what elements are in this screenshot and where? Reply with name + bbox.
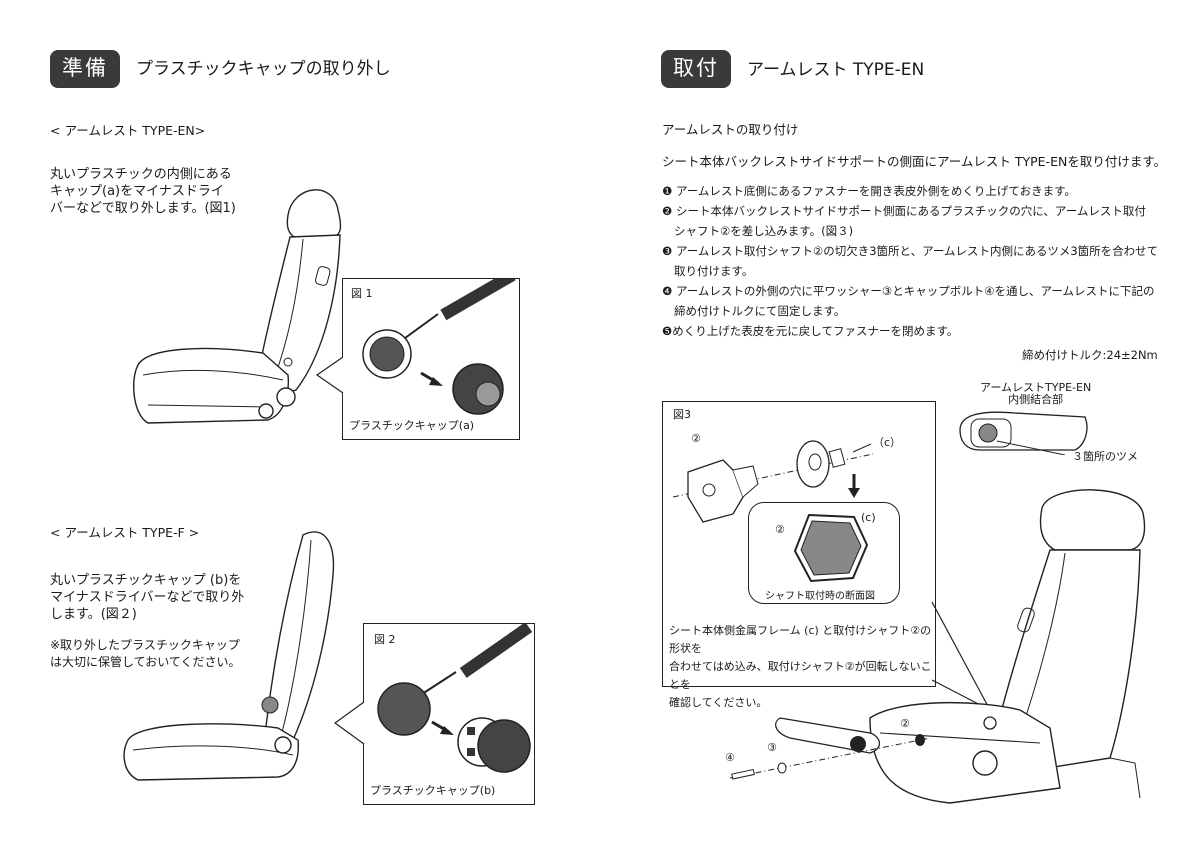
seat-armrest-assembly-drawing bbox=[729, 489, 1146, 804]
figure-2-label: 図 2 bbox=[374, 633, 396, 646]
figure-1-label: 図 1 bbox=[351, 287, 373, 300]
install-intro: シート本体バックレストサイドサポートの側面にアームレスト TYPE-ENを取り付… bbox=[662, 154, 1167, 169]
seat-illustration-type-en bbox=[133, 189, 342, 424]
instruction-text-type-f: 丸いプラスチックキャップ (b)を マイナスドライバーなどで取り外 します。(図… bbox=[50, 573, 245, 622]
step-5: ❺めくり上げた表皮を元に戻してファスナーを閉めます。 bbox=[662, 324, 959, 338]
storage-note: ※取り外したプラスチックキャップ は大切に保管しておいてください。 bbox=[50, 638, 241, 669]
part-number-2: ② bbox=[900, 717, 910, 730]
armrest-inner-drawing bbox=[959, 411, 1088, 455]
cross-section-frame-label: (c) bbox=[861, 511, 876, 524]
figure-3-note: シート本体側金属フレーム (c) と取付けシャフト②の形状を 合わせてはめ込み、… bbox=[669, 624, 932, 709]
section-heading-type-f: < アームレスト TYPE-F > bbox=[50, 525, 200, 540]
torque-spec: 締め付けトルク:24±2Nm bbox=[1022, 348, 1158, 362]
part-number-3: ③ bbox=[767, 741, 777, 754]
callout-pointer-1 bbox=[315, 356, 344, 394]
figure-3-box: 図3 ② （c） ② (c) シャフト取付時の断面図 シート本体側金属フレーム … bbox=[662, 401, 936, 709]
figure-1-drawing bbox=[362, 279, 516, 415]
figure-2-caption: プラスチックキャップ(b) bbox=[370, 784, 496, 797]
claws-label: ３箇所のツメ bbox=[1072, 450, 1138, 463]
install-steps: ❶ アームレスト底側にあるファスナーを開き表皮外側をめくり上げておきます。 ❷ … bbox=[662, 181, 1172, 341]
step-4: ❹ アームレストの外側の穴に平ワッシャー③とキャップボルト④を通し、アームレスト… bbox=[662, 284, 1155, 318]
cross-section-caption: シャフト取付時の断面図 bbox=[765, 591, 875, 602]
step-1: ❶ アームレスト底側にあるファスナーを開き表皮外側をめくり上げておきます。 bbox=[662, 184, 1076, 198]
section-badge-installation: 取付 bbox=[661, 50, 731, 88]
figure-1-box: 図 1 プラスチックキャップ(a) bbox=[342, 278, 520, 440]
seat-illustration-type-f bbox=[123, 531, 335, 781]
step-2: ❷ シート本体バックレストサイドサポート側面にあるプラスチックの穴に、アームレス… bbox=[662, 204, 1146, 238]
page-title-right: アームレスト TYPE-EN bbox=[747, 60, 925, 80]
cross-section-drawing bbox=[793, 513, 869, 583]
frame-c-label: （c） bbox=[873, 436, 902, 449]
page-title-left: プラスチックキャップの取り外し bbox=[136, 59, 391, 79]
figure-2-box: 図 2 プラスチックキャップ(b) bbox=[363, 623, 535, 805]
callout-pointer-2 bbox=[333, 701, 365, 745]
inner-connection-title: アームレストTYPE-EN 内側結合部 bbox=[980, 381, 1092, 406]
instruction-text-type-en: 丸いプラスチックの内側にある キャップ(a)をマイナスドライ バーなどで取り外し… bbox=[50, 167, 236, 216]
figure-3-drawing bbox=[672, 440, 874, 523]
install-subheading: アームレストの取り付け bbox=[662, 122, 799, 137]
part-number-4: ④ bbox=[725, 751, 735, 764]
shaft-number-label: ② bbox=[691, 432, 701, 445]
figure-2-drawing bbox=[377, 624, 533, 773]
cross-section-shaft-label: ② bbox=[775, 523, 785, 536]
cross-section-box: ② (c) シャフト取付時の断面図 bbox=[748, 502, 900, 604]
figure-1-caption: プラスチックキャップ(a) bbox=[349, 419, 475, 432]
section-badge-preparation: 準備 bbox=[50, 50, 120, 88]
figure-3-label: 図3 bbox=[673, 408, 691, 421]
step-3: ❸ アームレスト取付シャフト②の切欠き3箇所と、アームレスト内側にあるツメ3箇所… bbox=[662, 244, 1159, 278]
section-heading-type-en: < アームレスト TYPE-EN> bbox=[50, 123, 206, 138]
